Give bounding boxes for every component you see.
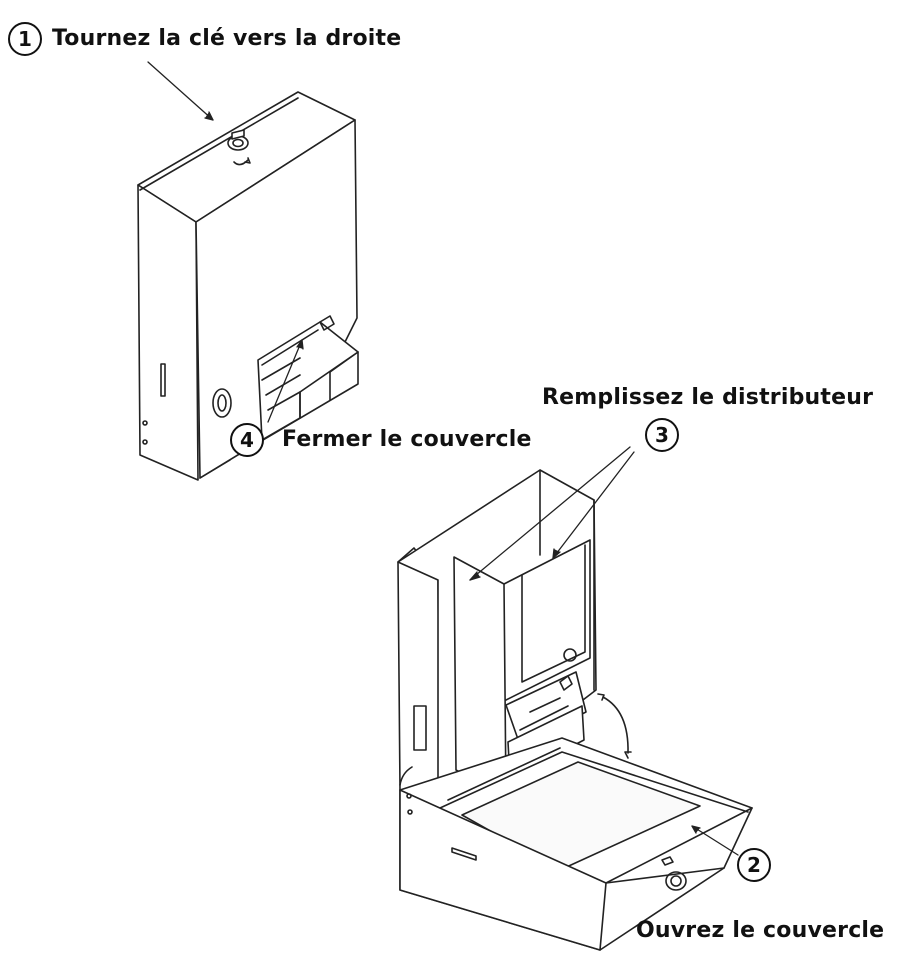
step-1-label: Tournez la clé vers la droite	[52, 26, 402, 51]
step-2-badge: 2	[737, 848, 771, 882]
open-dispenser	[397, 469, 753, 951]
step-4-badge: 4	[230, 423, 264, 457]
step-1-badge: 1	[8, 22, 42, 56]
key-lock-lid	[661, 856, 687, 891]
pointer-arrows	[147, 61, 739, 856]
closed-dispenser	[137, 91, 359, 481]
step-3-label: Remplissez le distributeur	[542, 385, 874, 410]
key-lock-top	[227, 129, 251, 166]
step-4-label: Fermer le couvercle	[282, 427, 532, 452]
step-3-badge: 3	[645, 418, 679, 452]
step-2-label: Ouvrez le couvercle	[636, 918, 885, 943]
